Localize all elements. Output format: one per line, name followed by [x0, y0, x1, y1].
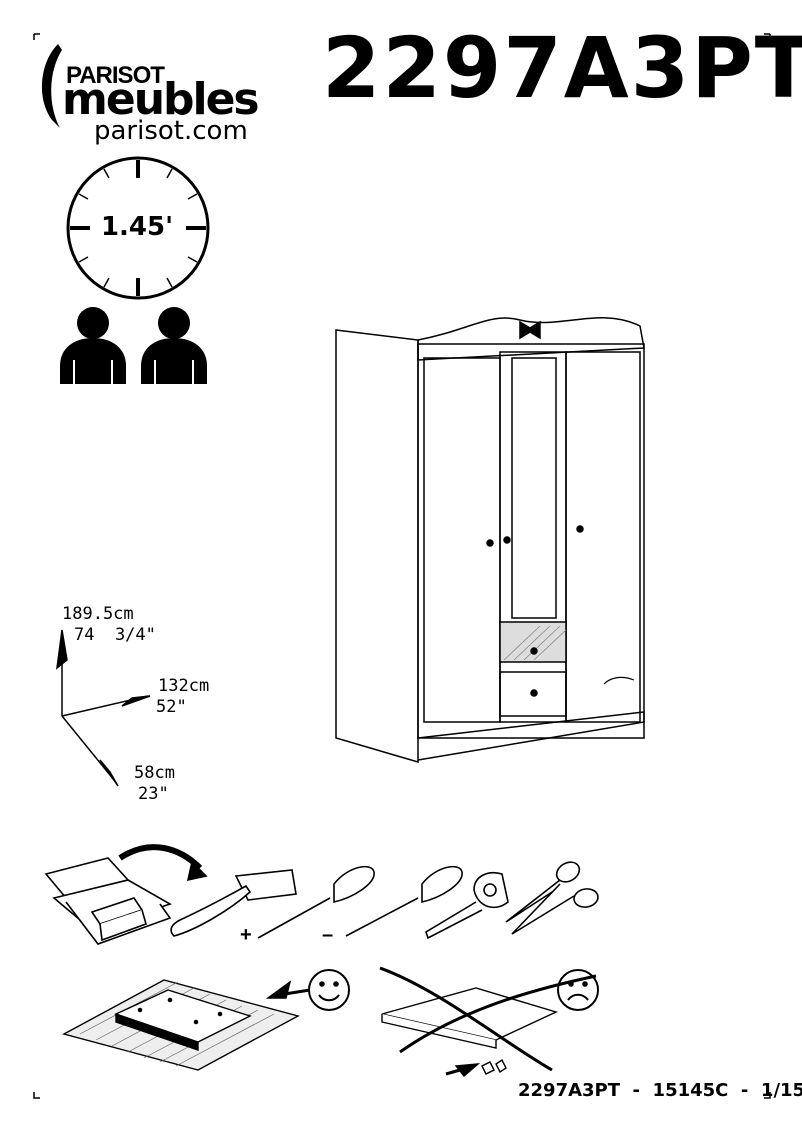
width-cm-label: 132cm — [158, 676, 210, 696]
logo-brand-name: PARISOT — [66, 62, 165, 89]
smiley-sad-icon — [557, 969, 599, 1011]
logo-swoosh-icon — [41, 44, 62, 128]
two-persons-icon — [60, 307, 207, 384]
depth-in-label: 23" — [138, 784, 169, 804]
logo-brand-subtitle: meubles — [62, 74, 260, 125]
assembly-time-label: 1.45' — [100, 212, 174, 242]
scissors-icon — [505, 861, 599, 935]
depth-cm-label: 58cm — [134, 763, 175, 783]
toolbox-icon — [44, 844, 208, 945]
crop-marks — [33, 33, 771, 1099]
screwdriver-plus-sign: + — [240, 924, 252, 946]
smiley-happy-icon — [308, 969, 350, 1011]
wardrobe-illustration — [335, 317, 645, 764]
dimension-diagram — [56, 629, 151, 787]
width-in-label: 52" — [156, 697, 187, 717]
product-code-title: 2297A3PT — [322, 19, 802, 117]
hammer-icon — [170, 869, 297, 937]
tape-measure-icon — [425, 872, 509, 940]
height-in-label: 74 3/4" — [74, 625, 156, 645]
screwdriver-plus-icon — [257, 865, 375, 939]
screwdriver-minus-sign: – — [322, 924, 334, 946]
carpet-panel-good-illustration — [62, 979, 311, 1071]
website-url: parisot.com — [94, 116, 248, 146]
clock-icon — [66, 156, 210, 300]
height-cm-label: 189.5cm — [62, 604, 134, 624]
floor-panel-bad-illustration — [379, 966, 597, 1078]
screwdriver-minus-icon — [345, 865, 463, 937]
footer-reference: 2297A3PT - 15145C - 1/15 — [518, 1080, 802, 1101]
